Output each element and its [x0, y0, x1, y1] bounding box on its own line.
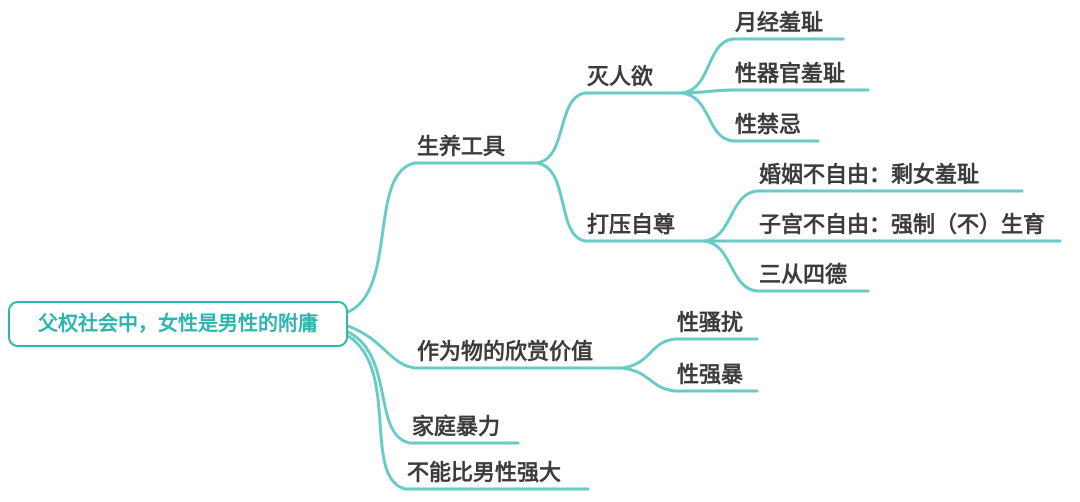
- node-eliminate-desire[interactable]: 灭人欲: [587, 64, 654, 89]
- node-marriage-unfree[interactable]: 婚姻不自由：剩女羞耻: [759, 162, 980, 187]
- node-sexual-harassment[interactable]: 性骚扰: [677, 310, 744, 335]
- node-breeding-tool[interactable]: 生养工具: [417, 134, 506, 159]
- node-sex-taboo[interactable]: 性禁忌: [735, 112, 802, 137]
- node-object-appreciation-value[interactable]: 作为物的欣赏价值: [417, 339, 594, 364]
- node-suppress-self-esteem[interactable]: 打压自尊: [587, 212, 676, 237]
- edge-root-to-domestic-violence: [346, 330, 520, 445]
- node-sexual-assault[interactable]: 性强暴: [677, 362, 744, 387]
- edge-object-appreciation-to-sexual-harassment: [620, 337, 759, 370]
- edge-breeding-tool-to-suppress-self-esteem: [535, 161, 706, 243]
- edge-breeding-tool-to-eliminate-desire: [535, 91, 684, 165]
- node-genital-shame[interactable]: 性器官羞耻: [735, 61, 846, 86]
- edge-root-to-breeding-tool: [346, 161, 539, 314]
- edge-root-to-not-stronger-than-men: [346, 334, 590, 491]
- edge-eliminate-desire-to-menstruation-shame: [680, 37, 845, 95]
- edge-suppress-self-esteem-to-marriage-unfree: [702, 189, 1024, 243]
- node-root[interactable]: 父权社会中，女性是男性的附庸: [8, 301, 348, 347]
- node-domestic-violence[interactable]: 家庭暴力: [412, 414, 501, 439]
- edge-eliminate-desire-to-genital-shame: [680, 88, 870, 95]
- node-three-obediences[interactable]: 三从四德: [759, 262, 848, 287]
- node-not-stronger-than-men[interactable]: 不能比男性强大: [407, 460, 562, 485]
- node-menstruation-shame[interactable]: 月经羞耻: [735, 10, 824, 35]
- node-uterus-unfree[interactable]: 子宫不自由：强制（不）生育: [759, 212, 1046, 237]
- edge-suppress-self-esteem-to-three-obediences: [702, 239, 870, 293]
- edge-root-to-object-appreciation: [346, 324, 624, 370]
- edge-eliminate-desire-to-sex-taboo: [680, 91, 820, 143]
- edge-object-appreciation-to-sexual-assault: [620, 366, 759, 393]
